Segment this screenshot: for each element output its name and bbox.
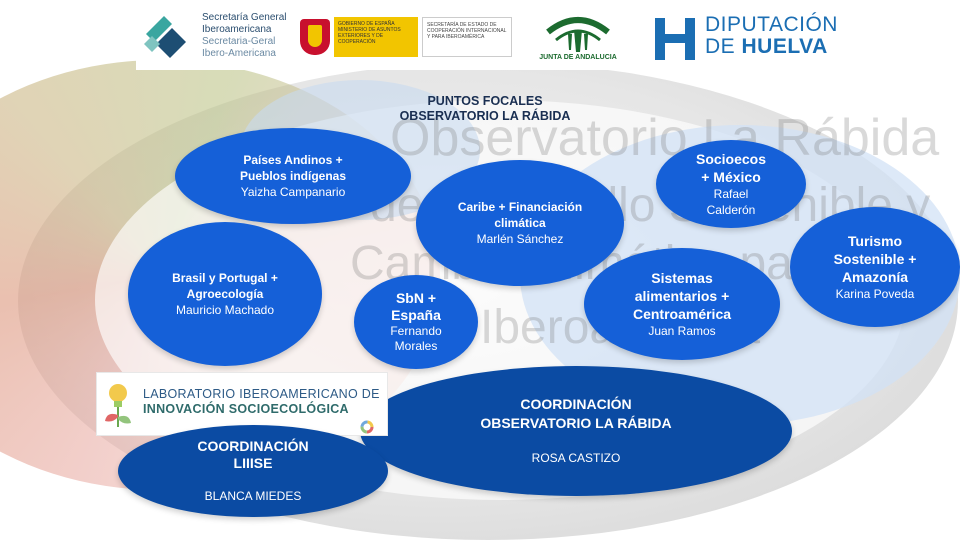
focal-title: Sistemas: [651, 270, 713, 286]
focal-point-andinos: Países Andinos + Pueblos indígenas Yaizh…: [175, 128, 411, 224]
focal-title: Centroamérica: [632, 306, 732, 322]
huelva-line: DIPUTACIÓN: [705, 13, 838, 36]
focal-person: Calderón: [706, 203, 756, 217]
focal-title: Socioecos: [695, 151, 767, 167]
focal-title: climática: [494, 216, 546, 230]
focal-title: Sostenible +: [833, 251, 917, 267]
lab-text: LABORATORIO IBEROAMERICANO DE INNOVACIÓN…: [143, 387, 380, 417]
coordination-person: ROSA CASTIZO: [531, 450, 621, 465]
page-title: PUNTOS FOCALES OBSERVATORIO LA RÁBIDA: [360, 94, 610, 124]
sgi-line: Iberoamericana: [202, 24, 272, 35]
focal-person: Morales: [394, 339, 438, 353]
sgi-line: Secretaría General: [202, 12, 287, 23]
focal-point-brasil: Brasil y Portugal + Agroecología Maurici…: [128, 222, 322, 366]
coordination-title: LIIISE: [233, 454, 273, 471]
huelva-text: DIPUTACIÓN DE HUELVA: [705, 14, 838, 58]
lab-line: LABORATORIO IBEROAMERICANO DE: [143, 387, 380, 401]
huelva-logo: DIPUTACIÓN DE HUELVA: [655, 12, 838, 62]
focal-title: Agroecología: [186, 287, 264, 301]
title-line: PUNTOS FOCALES: [427, 94, 543, 108]
ministerio-label: MINISTERIO DE ASUNTOS EXTERIORES Y DE CO…: [338, 27, 401, 45]
sgi-text: Secretaría General Iberoamericana Secret…: [202, 12, 287, 60]
coat-of-arms-icon: [300, 19, 330, 55]
huelva-name: HUELVA: [741, 35, 828, 58]
focal-point-sbn: SbN + España Fernando Morales: [354, 275, 478, 369]
focal-person: Juan Ramos: [648, 324, 716, 338]
focal-title: + México: [701, 169, 761, 185]
junta-emblem-icon: [546, 17, 610, 52]
focal-point-sistemas: Sistemas alimentarios + Centroamérica Ju…: [584, 248, 780, 360]
coordination-title: OBSERVATORIO LA RÁBIDA: [480, 414, 672, 431]
focal-person: Fernando: [390, 324, 442, 338]
focal-point-turismo: Turismo Sostenible + Amazonía Karina Pov…: [790, 207, 960, 327]
focal-person: Rafael: [713, 187, 749, 201]
color-ring-icon: [360, 420, 374, 434]
gobierno-text: GOBIERNO DE ESPAÑA MINISTERIO DE ASUNTOS…: [334, 17, 418, 57]
focal-title: Brasil y Portugal +: [172, 271, 278, 285]
title-line: OBSERVATORIO LA RÁBIDA: [399, 109, 571, 123]
sgi-line: Ibero-Americana: [202, 48, 276, 59]
focal-title: Países Andinos +: [243, 153, 343, 167]
focal-title: Turismo: [847, 233, 903, 249]
focal-person: Karina Poveda: [835, 287, 915, 301]
focal-point-caribe: Caribe + Financiación climática Marlén S…: [416, 160, 624, 286]
gobierno-label: GOBIERNO DE ESPAÑA: [338, 21, 395, 27]
huelva-line: DE HUELVA: [705, 36, 838, 58]
sgi-mark-icon: [144, 16, 186, 58]
huelva-h-icon: [655, 18, 695, 60]
focal-title: alimentarios +: [634, 288, 730, 304]
sgi-logo: Secretaría General Iberoamericana Secret…: [142, 8, 292, 64]
focal-title: Amazonía: [841, 269, 909, 285]
focal-person: Yaizha Campanario: [240, 185, 346, 199]
coordination-liiise: COORDINACIÓN LIIISE BLANCA MIEDES: [118, 425, 388, 517]
huelva-prefix: DE: [705, 35, 742, 58]
junta-logo: JUNTA DE ANDALUCIA: [538, 8, 618, 66]
coordination-title: COORDINACIÓN: [197, 437, 309, 454]
watermark-line: Observatorio La Rábida: [390, 109, 940, 167]
secretaria-estado-label: SECRETARÍA DE ESTADO DE COOPERACIÓN INTE…: [422, 17, 512, 57]
junta-label: JUNTA DE ANDALUCIA: [539, 54, 617, 61]
coordination-title: COORDINACIÓN: [520, 395, 632, 412]
sgi-line: Secretaria-Geral: [202, 36, 276, 47]
focal-person: Mauricio Machado: [175, 303, 275, 317]
gobierno-logo: GOBIERNO DE ESPAÑA MINISTERIO DE ASUNTOS…: [300, 15, 518, 59]
focal-title: Caribe + Financiación: [457, 200, 583, 214]
focal-person: Marlén Sánchez: [476, 232, 564, 246]
focal-point-socioecos: Socioecos + México Rafael Calderón: [656, 140, 806, 228]
coordination-observatorio: COORDINACIÓN OBSERVATORIO LA RÁBIDA ROSA…: [360, 366, 792, 496]
coordination-person: BLANCA MIEDES: [204, 488, 302, 503]
focal-title: Pueblos indígenas: [239, 169, 347, 183]
focal-title: España: [391, 307, 441, 323]
lightbulb-leaf-icon: [105, 384, 131, 427]
focal-title: SbN +: [395, 290, 437, 306]
lab-line: INNOVACIÓN SOCIOECOLÓGICA: [143, 402, 349, 416]
